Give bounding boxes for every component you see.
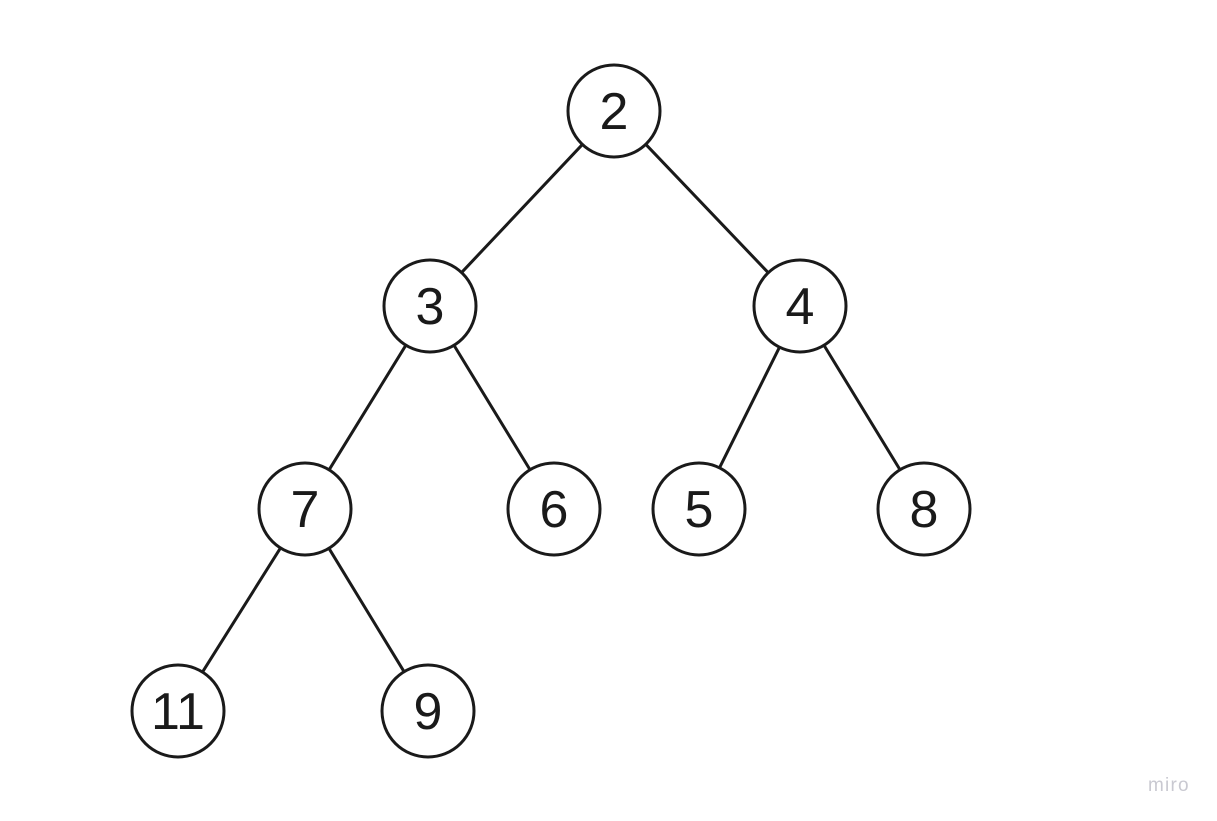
node-label-6: 6	[540, 481, 569, 539]
nodes-layer: 2 3 4 7 6 5 8 11 9	[130, 63, 972, 759]
tree-edge-3-7	[327, 343, 408, 472]
node-label-8: 8	[910, 481, 939, 539]
tree-edge-7-11	[200, 546, 283, 674]
node-circle-7[interactable]	[257, 461, 353, 557]
tree-node-11[interactable]: 11	[130, 663, 226, 759]
node-label-11: 11	[151, 683, 205, 741]
node-circle-5[interactable]	[651, 461, 747, 557]
tree-edge-3-6	[452, 343, 532, 472]
tree-edge-4-8	[822, 343, 902, 472]
node-circle-11[interactable]	[130, 663, 226, 759]
tree-node-5[interactable]: 5	[651, 461, 747, 557]
node-label-2: 2	[600, 83, 629, 141]
node-circle-9[interactable]	[380, 663, 476, 759]
node-circle-3[interactable]	[382, 258, 478, 354]
tree-node-8[interactable]: 8	[876, 461, 972, 557]
node-circle-4[interactable]	[752, 258, 848, 354]
tree-node-4[interactable]: 4	[752, 258, 848, 354]
tree-edge-2-4	[644, 142, 770, 275]
node-label-9: 9	[414, 683, 443, 741]
tree-edge-2-3	[460, 142, 584, 275]
node-label-7: 7	[291, 481, 320, 539]
tree-node-9[interactable]: 9	[380, 663, 476, 759]
node-circle-6[interactable]	[506, 461, 602, 557]
node-label-4: 4	[786, 278, 815, 336]
node-circle-2[interactable]	[566, 63, 662, 159]
node-label-5: 5	[685, 481, 714, 539]
tree-node-7[interactable]: 7	[257, 461, 353, 557]
node-circle-8[interactable]	[876, 461, 972, 557]
tree-node-3[interactable]: 3	[382, 258, 478, 354]
tree-node-6[interactable]: 6	[506, 461, 602, 557]
node-label-3: 3	[416, 278, 445, 336]
tree-node-2[interactable]: 2	[566, 63, 662, 159]
miro-watermark: miro	[1148, 775, 1190, 796]
edges-layer	[200, 142, 902, 674]
tree-edge-4-5	[717, 345, 782, 470]
tree-edge-7-9	[327, 546, 406, 674]
